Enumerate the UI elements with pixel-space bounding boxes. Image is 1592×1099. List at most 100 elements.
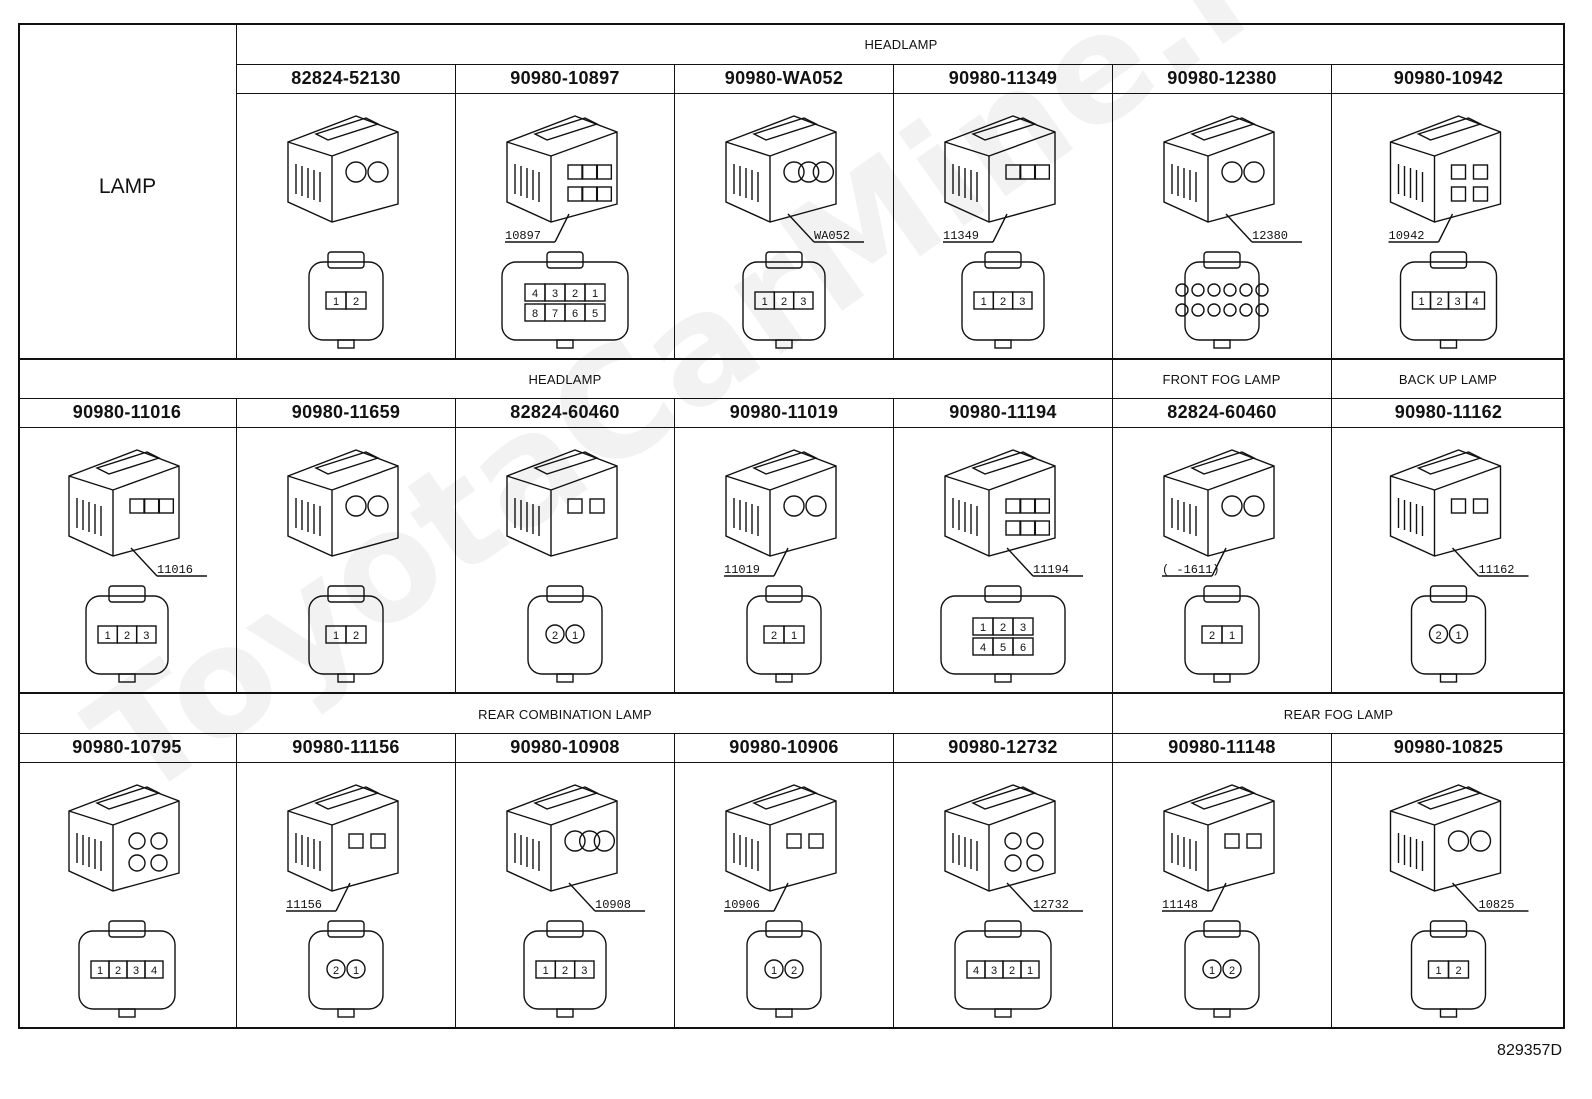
pin-number: 4 — [151, 965, 157, 977]
pin-number: 1 — [353, 965, 359, 977]
connector-housing-3d — [725, 115, 837, 223]
callout-label: 12380 — [1252, 229, 1288, 243]
rule — [18, 762, 1565, 763]
pin-number: 2 — [1209, 630, 1215, 642]
part-number: 90980-12732 — [948, 737, 1058, 757]
pin-number: 4 — [980, 642, 986, 654]
pin-number: 1 — [980, 622, 986, 634]
rule — [1331, 733, 1332, 1029]
part-number: 90980-10942 — [1393, 68, 1504, 88]
pin-number: 1 — [1435, 965, 1441, 977]
rule — [893, 64, 894, 359]
callout-label: 11194 — [1033, 563, 1069, 577]
connector-housing-3d — [944, 449, 1056, 557]
rule — [18, 733, 1565, 734]
pin-number: 7 — [552, 308, 558, 320]
pin-number: 1 — [592, 288, 598, 300]
connector-housing-3d — [1389, 115, 1502, 223]
pin-number: 3 — [1019, 296, 1025, 308]
part-number: 82824-52130 — [291, 68, 401, 88]
rule — [18, 427, 1565, 428]
callout-label: 10897 — [505, 229, 541, 243]
rule — [18, 358, 1565, 360]
callout-label: 11349 — [943, 229, 979, 243]
pin-number: 1 — [791, 630, 797, 642]
pin-number: 2 — [1229, 965, 1235, 977]
group-label-headlamp: HEADLAMP — [528, 372, 602, 387]
callout-label: 10908 — [595, 898, 631, 912]
part-number: 90980-11016 — [72, 402, 182, 422]
callout-label: ( -1611) — [1162, 563, 1220, 577]
pin-number: 3 — [1020, 622, 1026, 634]
part-number: 82824-60460 — [1167, 402, 1277, 422]
connector-housing-3d — [725, 449, 837, 557]
callout-label: 10825 — [1479, 898, 1515, 912]
connector-housing-3d — [725, 784, 837, 892]
group-label-front-fog-lamp: FRONT FOG LAMP — [1162, 372, 1281, 387]
connector-housing-3d — [1163, 449, 1275, 557]
pin-number: 2 — [572, 288, 578, 300]
part-number: 90980-11349 — [948, 68, 1058, 88]
connector-housing-3d — [944, 115, 1056, 223]
pin-number: 1 — [105, 630, 111, 642]
pin-number: 1 — [1027, 965, 1033, 977]
rule — [674, 733, 675, 1029]
pin-number: 2 — [115, 965, 121, 977]
pin-number: 5 — [1000, 642, 1006, 654]
pin-number: 2 — [124, 630, 130, 642]
pin-number: 1 — [333, 630, 339, 642]
pin-number: 1 — [1229, 630, 1235, 642]
rule — [455, 733, 456, 1029]
connector-housing-3d — [506, 784, 618, 892]
rule — [236, 398, 237, 693]
part-number: 90980-10906 — [729, 737, 839, 757]
callout-label: 10906 — [724, 898, 760, 912]
pin-number: 2 — [1009, 965, 1015, 977]
group-label-rear-combination-lamp: REAR COMBINATION LAMP — [478, 707, 652, 722]
connector-face-view — [1175, 251, 1269, 349]
pin-number: 3 — [1454, 296, 1460, 308]
part-number: 90980-11148 — [1168, 737, 1276, 757]
pin-number: 2 — [791, 965, 797, 977]
pin-number: 1 — [762, 296, 768, 308]
connector-housing-3d — [1389, 784, 1502, 892]
row-header-lamp: LAMP — [98, 175, 157, 198]
part-number: 90980-10908 — [510, 737, 620, 757]
part-number: 90980-11019 — [729, 402, 839, 422]
callout-label: 11148 — [1162, 898, 1198, 912]
connector-housing-3d — [1163, 115, 1275, 223]
